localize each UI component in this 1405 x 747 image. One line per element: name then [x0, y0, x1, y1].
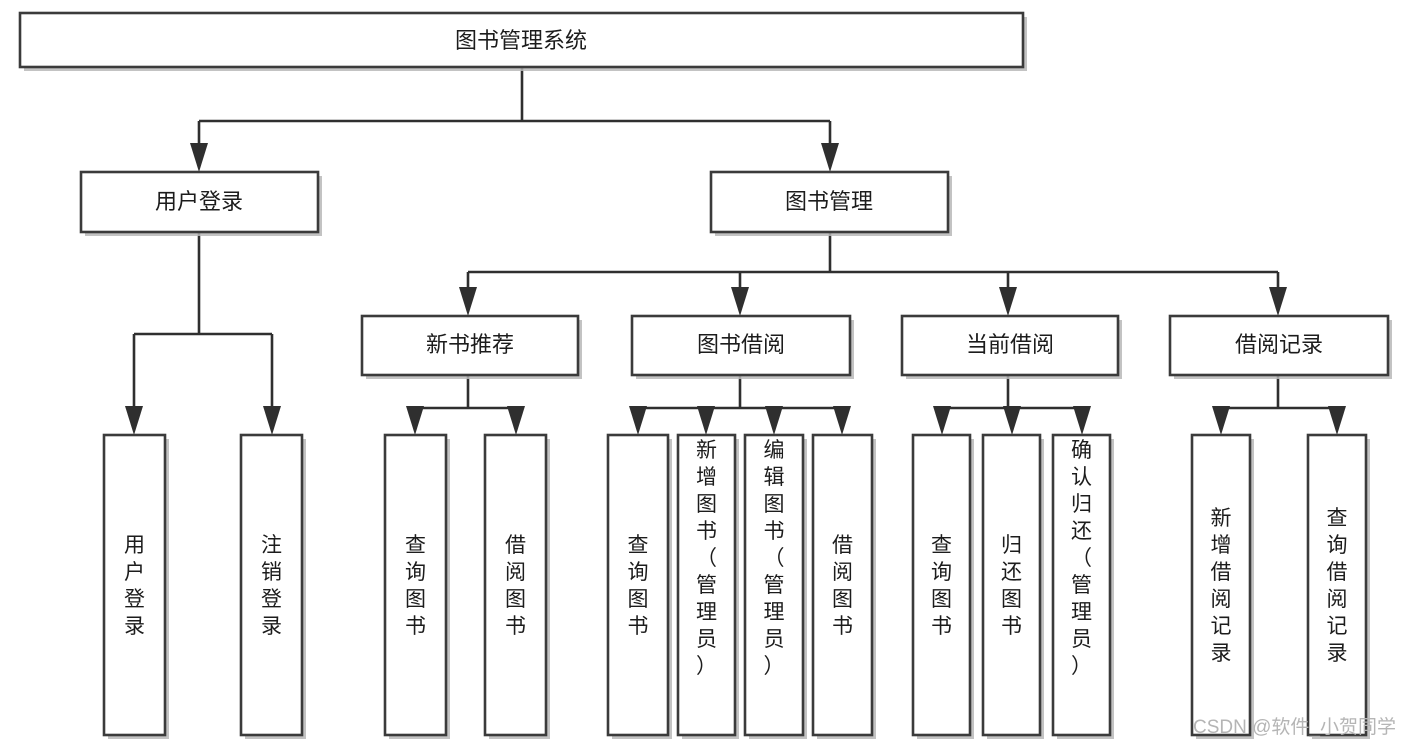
node-leaf-borrow-book[interactable]: 借阅图书 — [811, 433, 876, 739]
node-book-management[interactable]: 图书管理 — [709, 170, 952, 236]
leaf-edit-book-box[interactable] — [743, 433, 805, 737]
node-new-book-recommend[interactable]: 新书推荐 — [360, 314, 582, 379]
arrow-head-user-login — [190, 143, 208, 172]
arrow-head-new-book-recommend — [459, 287, 477, 316]
leaf-query-book-rec-box[interactable] — [383, 433, 448, 737]
leaf-add-book-box[interactable] — [676, 433, 737, 737]
arrow-head-leaf-return-book — [1003, 406, 1021, 435]
node-leaf-add-book[interactable]: 新增图书（管理员） — [676, 433, 739, 739]
node-leaf-query-book-borrow[interactable]: 查询图书 — [606, 433, 672, 739]
leaf-query-book-borrow-box[interactable] — [606, 433, 670, 737]
node-book-borrow[interactable]: 图书借阅 — [630, 314, 854, 379]
leaf-logout-box[interactable] — [239, 433, 304, 737]
leaf-add-record-label: 新增借阅记录 — [1211, 507, 1232, 665]
current-borrow-label: 当前借阅 — [966, 332, 1054, 357]
arrow-head-book-borrow — [731, 287, 749, 316]
book-management-label: 图书管理 — [785, 189, 873, 214]
arrow-head-leaf-query-book-current — [933, 406, 951, 435]
node-user-login[interactable]: 用户登录 — [79, 170, 322, 236]
leaf-query-book-borrow-label: 查询图书 — [628, 534, 649, 638]
node-leaf-query-record[interactable]: 查询借阅记录 — [1306, 433, 1370, 739]
connector-layer — [125, 67, 1346, 435]
new-book-recommend-label: 新书推荐 — [426, 332, 514, 357]
arrow-head-book-management — [821, 143, 839, 172]
leaf-user-login-box[interactable] — [102, 433, 167, 737]
borrow-record-box[interactable] — [1168, 314, 1390, 377]
leaf-layer: 用户登录 注销登录 查询图书 借阅图书 查询图书 新增图书（管理员） 编辑图书（管理员） 借阅… — [102, 433, 1370, 739]
leaf-query-record-label: 查询借阅记录 — [1327, 507, 1348, 665]
node-leaf-borrow-book-rec[interactable]: 借阅图书 — [483, 433, 550, 739]
borrow-record-label: 借阅记录 — [1235, 332, 1323, 357]
new-book-recommend-box[interactable] — [360, 314, 580, 377]
arrow-head-leaf-borrow-book-rec — [507, 406, 525, 435]
root-label: 图书管理系统 — [455, 28, 587, 53]
leaf-query-book-current-label: 查询图书 — [931, 534, 952, 638]
user-login-box[interactable] — [79, 170, 320, 234]
book-borrow-box[interactable] — [630, 314, 852, 377]
arrow-head-leaf-borrow-book — [833, 406, 851, 435]
leaf-return-book-box[interactable] — [981, 433, 1042, 737]
node-leaf-return-book[interactable]: 归还图书 — [981, 433, 1044, 739]
node-leaf-edit-book[interactable]: 编辑图书（管理员） — [743, 433, 807, 739]
leaf-edit-book-label: 编辑图书（管理员） — [764, 439, 785, 678]
arrow-head-leaf-query-book-rec — [406, 406, 424, 435]
node-borrow-record[interactable]: 借阅记录 — [1168, 314, 1392, 379]
leaf-query-book-current-box[interactable] — [911, 433, 972, 737]
node-root[interactable]: 图书管理系统 — [18, 11, 1027, 71]
book-management-box[interactable] — [709, 170, 950, 234]
arrow-head-leaf-query-book-borrow — [629, 406, 647, 435]
arrow-head-current-borrow — [999, 287, 1017, 316]
arrow-head-borrow-record — [1269, 287, 1287, 316]
arrow-head-leaf-user-login — [125, 406, 143, 435]
arrow-head-leaf-edit-book — [765, 406, 783, 435]
arrow-head-leaf-logout — [263, 406, 281, 435]
leaf-user-login-label: 用户登录 — [124, 534, 145, 638]
arrow-head-leaf-add-book — [697, 406, 715, 435]
watermark-label: CSDN @软件_小贺同学 — [1193, 716, 1396, 738]
leaf-logout-label: 注销登录 — [261, 534, 282, 638]
root-box[interactable] — [18, 11, 1025, 69]
node-leaf-query-book-current[interactable]: 查询图书 — [911, 433, 974, 739]
leaf-confirm-return-box[interactable] — [1051, 433, 1112, 737]
node-leaf-logout[interactable]: 注销登录 — [239, 433, 306, 739]
node-leaf-query-book-rec[interactable]: 查询图书 — [383, 433, 450, 739]
node-leaf-confirm-return[interactable]: 确认归还（管理员） — [1051, 433, 1114, 739]
leaf-borrow-book-box[interactable] — [811, 433, 874, 737]
node-leaf-user-login[interactable]: 用户登录 — [102, 433, 169, 739]
arrow-head-leaf-query-record — [1328, 406, 1346, 435]
leaf-borrow-book-rec-label: 借阅图书 — [505, 534, 526, 638]
leaf-return-book-label: 归还图书 — [1001, 534, 1022, 638]
node-leaf-add-record[interactable]: 新增借阅记录 — [1190, 433, 1254, 739]
node-current-borrow[interactable]: 当前借阅 — [900, 314, 1122, 379]
leaf-borrow-book-rec-box[interactable] — [483, 433, 548, 737]
user-login-label: 用户登录 — [155, 189, 243, 214]
arrow-head-leaf-add-record — [1212, 406, 1230, 435]
leaf-add-record-box[interactable] — [1190, 433, 1252, 737]
leaf-add-book-label: 新增图书（管理员） — [696, 439, 717, 678]
current-borrow-box[interactable] — [900, 314, 1120, 377]
leaf-query-book-rec-label: 查询图书 — [405, 534, 426, 638]
arrow-head-leaf-confirm-return — [1073, 406, 1091, 435]
book-borrow-label: 图书借阅 — [697, 332, 785, 357]
leaf-confirm-return-label: 确认归还（管理员） — [1071, 439, 1092, 678]
leaf-borrow-book-label: 借阅图书 — [832, 534, 853, 638]
leaf-query-record-box[interactable] — [1306, 433, 1368, 737]
